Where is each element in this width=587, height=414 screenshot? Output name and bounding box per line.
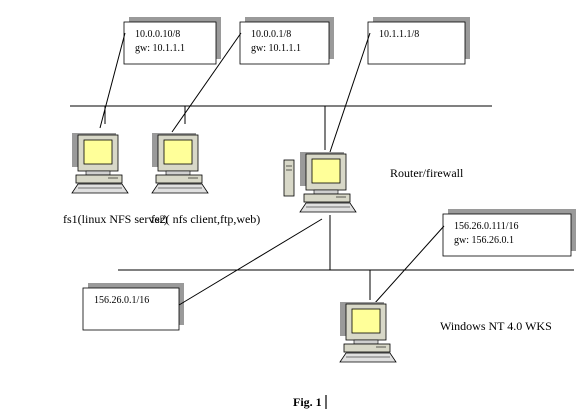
fs2-computer-icon: [151, 132, 209, 194]
fs1-leader-line: [99, 32, 126, 129]
nt-workstation-icon: [339, 301, 397, 363]
fs2-leader-line: [171, 32, 242, 133]
fs1-label: fs1(linux NFS server): [63, 212, 168, 226]
fs2-label: fs2( nfs client,ftp,web): [151, 212, 260, 226]
fs1-computer-icon: [71, 132, 129, 194]
router-label: Router/firewall: [390, 166, 464, 180]
nt-address-box: 156.26.0.111/16 gw: 156.26.0.1: [442, 209, 576, 257]
nt-ip-text: 156.26.0.111/16: [454, 221, 519, 232]
router-leader-line: [329, 32, 371, 153]
router-ext-ip-text: 156.26.0.1/16: [94, 295, 149, 306]
fs2-gw-text: gw: 10.1.1.1: [251, 43, 301, 54]
router-address-box: 10.1.1.1/8: [367, 17, 470, 65]
fs1-gw-text: gw: 10.1.1.1: [135, 43, 185, 54]
fs1-ip-text: 10.0.0.10/8: [135, 29, 180, 40]
router-computer-icon: [283, 151, 357, 213]
router-external-address-box: 156.26.0.1/16: [82, 283, 184, 331]
nt-gw-text: gw: 156.26.0.1: [454, 235, 514, 246]
figure-caption: Fig. 1: [293, 395, 322, 409]
router-ip-text: 10.1.1.1/8: [379, 29, 419, 40]
nt-label: Windows NT 4.0 WKS: [440, 319, 552, 333]
fs2-address-box: 10.0.0.1/8 gw: 10.1.1.1: [239, 17, 334, 65]
fs2-ip-text: 10.0.0.1/8: [251, 29, 291, 40]
router-ext-leader-line: [178, 218, 323, 306]
nt-leader-line: [373, 225, 445, 305]
fs1-address-box: 10.0.0.10/8 gw: 10.1.1.1: [123, 17, 221, 65]
